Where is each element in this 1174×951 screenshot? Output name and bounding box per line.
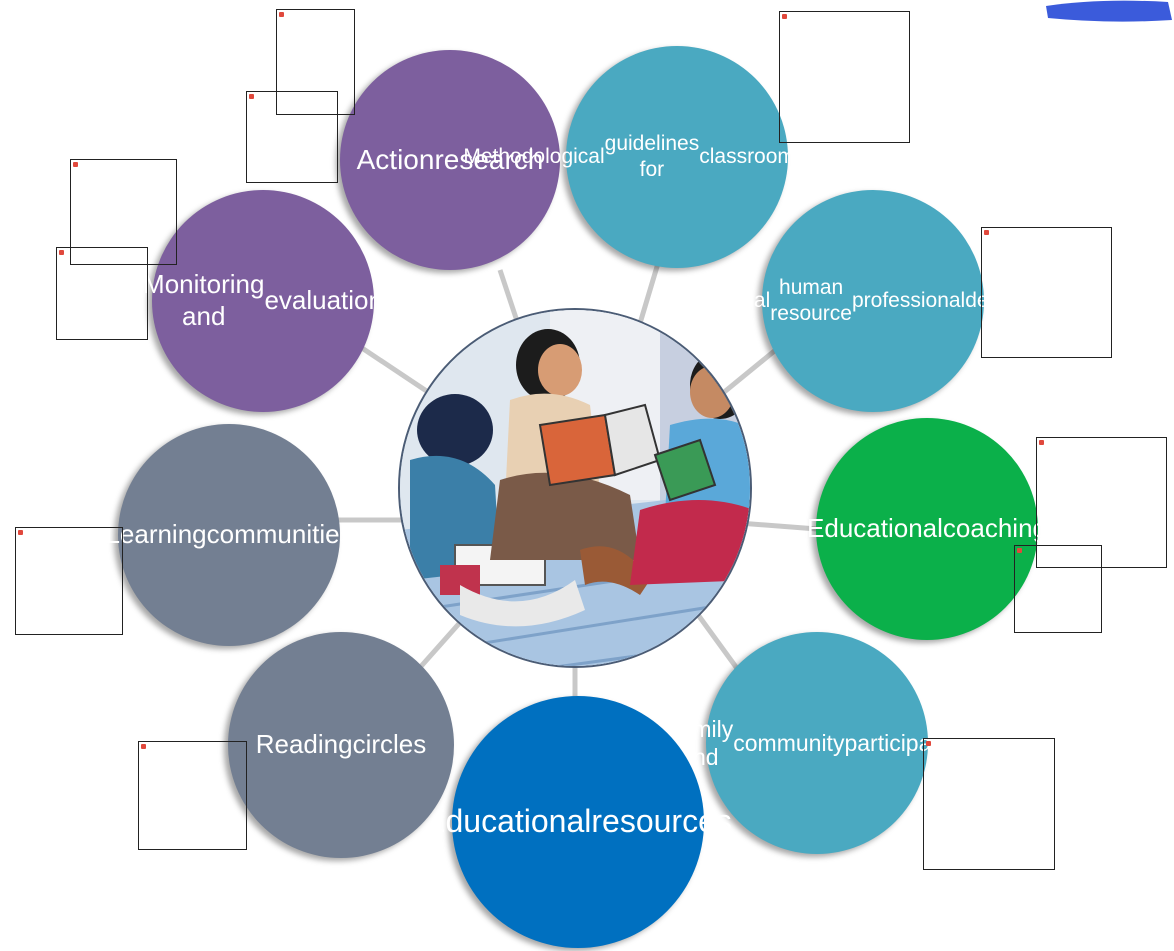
node-label-line: research bbox=[434, 143, 544, 175]
image-placeholder-4 bbox=[56, 247, 148, 340]
node-label-line: community bbox=[733, 729, 845, 756]
broken-image-icon bbox=[1017, 548, 1022, 553]
broken-image-icon bbox=[18, 530, 23, 535]
node-label-line: Educational bbox=[660, 289, 771, 313]
image-placeholder-9 bbox=[15, 527, 123, 635]
broken-image-icon bbox=[141, 744, 146, 749]
children-reading-illustration bbox=[400, 310, 750, 666]
broken-image-icon bbox=[279, 12, 284, 17]
image-placeholder-2 bbox=[246, 91, 338, 183]
brush-stroke-decoration bbox=[1046, 0, 1172, 22]
image-placeholder-11 bbox=[923, 738, 1055, 870]
node-label-line: Family and bbox=[665, 715, 734, 770]
node-label-line: Monitoring and bbox=[143, 269, 265, 331]
image-placeholder-8 bbox=[1014, 545, 1102, 633]
broken-image-icon bbox=[782, 14, 787, 19]
node-label-line: coaching bbox=[942, 513, 1047, 544]
node-label-line: Methodological bbox=[463, 145, 605, 169]
node-label-line: classroom bbox=[699, 145, 795, 169]
node-label-line: resources bbox=[591, 803, 732, 840]
node-label-line: human resource bbox=[770, 276, 852, 325]
node-label-line: Action bbox=[356, 143, 435, 175]
broken-image-icon bbox=[984, 230, 989, 235]
broken-image-icon bbox=[926, 741, 931, 746]
node-label-line: Educational bbox=[424, 803, 592, 840]
center-illustration bbox=[398, 308, 752, 668]
image-placeholder-1 bbox=[276, 9, 355, 115]
broken-image-icon bbox=[73, 162, 78, 167]
node-label-line: guidelines for bbox=[604, 132, 700, 181]
broken-image-icon bbox=[1039, 440, 1044, 445]
node-label-line: professional bbox=[851, 289, 966, 313]
image-placeholder-5 bbox=[779, 11, 910, 143]
node-label-line: Educational bbox=[807, 513, 943, 544]
node-label-line: Reading bbox=[255, 729, 353, 760]
image-placeholder-3 bbox=[70, 159, 177, 265]
node-label-line: circles bbox=[352, 729, 427, 760]
broken-image-icon bbox=[249, 94, 254, 99]
node-label-line: development bbox=[965, 289, 1086, 313]
node-label-line: participation bbox=[844, 729, 969, 756]
image-placeholder-6 bbox=[981, 227, 1112, 358]
node-label-line: evaluation bbox=[264, 285, 383, 316]
image-placeholder-10 bbox=[138, 741, 247, 850]
node-label-line: instruction bbox=[794, 145, 891, 169]
broken-image-icon bbox=[59, 250, 64, 255]
node-label-line: communities bbox=[206, 519, 353, 550]
